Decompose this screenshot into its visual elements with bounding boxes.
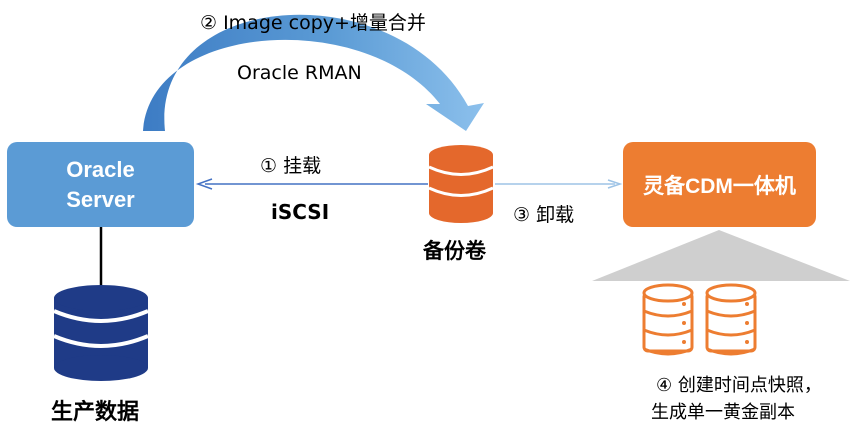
snapshot-label-line2: 生成单一黄金副本: [651, 402, 795, 423]
production-database-icon: [53, 285, 149, 381]
production-data-label: 生产数据: [51, 400, 140, 425]
mount-step-label: ① 挂载: [260, 155, 322, 177]
oracle-server-line1: Oracle: [66, 156, 135, 182]
backup-volume-label: 备份卷: [423, 239, 486, 263]
copy-step-label: ② Image copy+增量合并: [200, 12, 426, 34]
cdm-label: 灵备CDM一体机: [643, 174, 796, 198]
cdm-node: 灵备CDM一体机: [623, 142, 816, 227]
snapshot-database-icon: [642, 283, 694, 356]
oracle-server-node: Oracle Server: [7, 142, 194, 227]
unmount-step-label: ③ 卸载: [513, 204, 575, 226]
rman-label: Oracle RMAN: [237, 62, 362, 84]
snapshot-database-icon: [705, 283, 757, 356]
iscsi-label: iSCSI: [271, 200, 330, 224]
snapshot-label-line1: ④ 创建时间点快照，: [656, 375, 822, 396]
copy-curved-arrow: [143, 14, 484, 131]
backup-volume-icon: [428, 145, 494, 223]
oracle-server-line2: Server: [66, 186, 135, 212]
snapshot-triangle: [592, 230, 850, 281]
